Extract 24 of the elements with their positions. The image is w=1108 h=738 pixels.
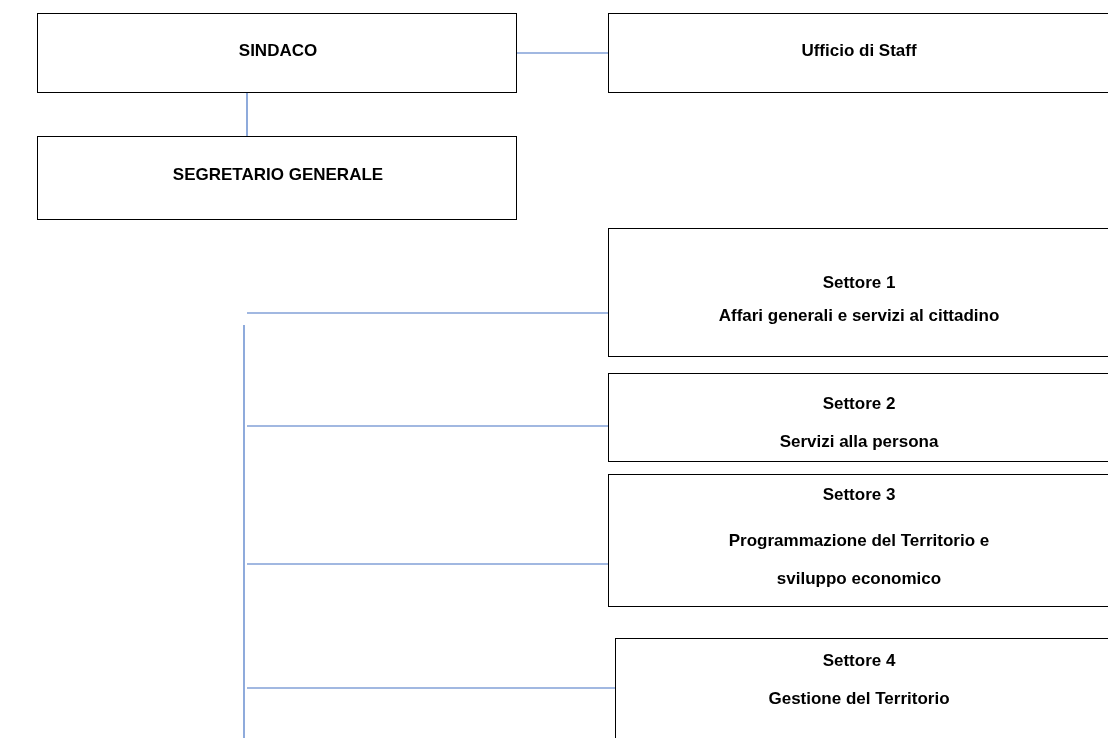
org-box [37,13,517,93]
box-title: Settore 3 [822,485,896,505]
box-subtitle: Programmazione del Territorio e sviluppo economico [727,530,991,590]
connector-line [516,52,609,54]
box-title: SINDACO [238,41,318,61]
box-title: Settore 4 [822,651,896,671]
box-subtitle: Affari generali e servizi al cittadino [718,306,1000,326]
box-title: Settore 1 [822,273,896,293]
box-title: Ufficio di Staff [801,41,917,61]
connector-line [246,687,616,689]
connector-line [246,312,609,314]
box-title: SEGRETARIO GENERALE [172,165,384,185]
connector-line [246,92,248,137]
org-box [608,373,1108,462]
box-subtitle: Servizi alla persona [779,432,939,452]
connector-line [246,563,609,565]
org-box [608,474,1108,607]
connector-line [246,425,609,427]
org-box [608,13,1108,93]
box-title: Settore 2 [822,394,896,414]
org-box [608,228,1108,357]
box-subtitle: Gestione del Territorio [768,689,950,709]
org-box [615,638,1108,738]
org-box [37,136,517,220]
